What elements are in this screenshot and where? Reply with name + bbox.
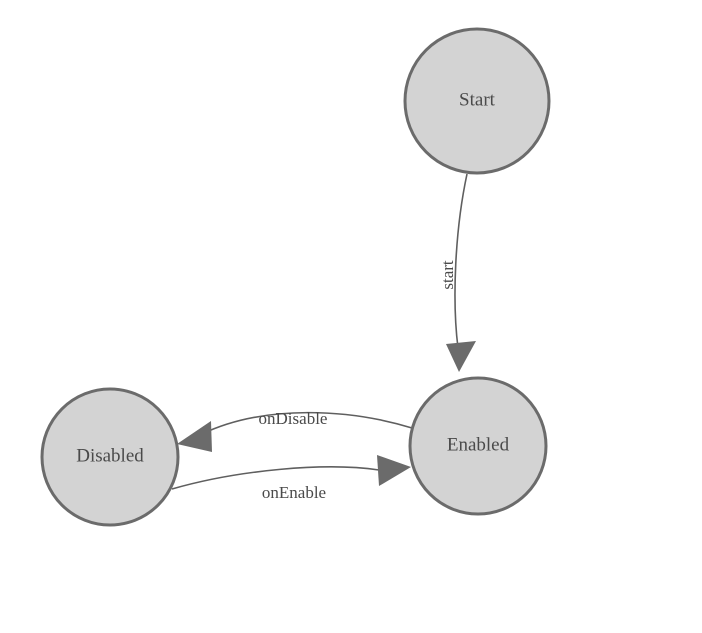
node-start[interactable]: Start xyxy=(403,27,551,175)
edge-disabled-to-enabled-path xyxy=(171,466,380,490)
arrowhead-into-disabled xyxy=(177,421,212,452)
arrowhead-into-enabled-top xyxy=(446,341,476,372)
node-enabled-label: Enabled xyxy=(447,434,510,455)
edge-label-start: start xyxy=(438,260,457,290)
edge-start-to-enabled[interactable] xyxy=(446,173,476,372)
edge-disabled-to-enabled[interactable] xyxy=(171,455,411,490)
node-disabled[interactable]: Disabled xyxy=(40,387,180,527)
node-start-label: Start xyxy=(459,89,496,110)
edge-label-ondisable: onDisable xyxy=(259,409,328,428)
edge-start-to-enabled-path xyxy=(454,173,468,349)
edge-enabled-to-disabled[interactable] xyxy=(177,411,413,452)
edge-label-onenable: onEnable xyxy=(262,483,326,502)
node-disabled-label: Disabled xyxy=(76,445,144,466)
node-enabled-circle xyxy=(408,376,548,516)
arrowhead-into-enabled-left xyxy=(377,455,411,486)
edge-enabled-to-disabled-path xyxy=(201,411,413,435)
node-start-circle xyxy=(403,27,551,175)
node-disabled-circle xyxy=(40,387,180,527)
node-enabled[interactable]: Enabled xyxy=(408,376,548,516)
